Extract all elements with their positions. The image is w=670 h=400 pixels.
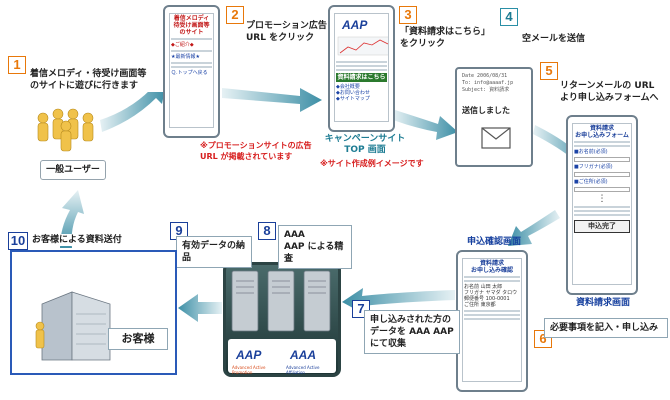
confirm-row-2: フリガナ ヤマダ タロウ [464,290,518,296]
step-5-badge: 5 [540,62,558,80]
phone-confirm-mockup: 資料請求 お申し込み確認 お名前 山田 太郎 フリガナ ヤマダ タロウ 郵便番号… [456,250,528,392]
campaign-top-caption: キャンペーンサイト TOP 画面 [324,134,406,155]
confirm-screen-caption: 申込確認画面 [467,237,522,247]
arrow-customer-to-users [60,190,84,248]
step-1-text: 着信メロディ・待受け画面等 のサイトに遊びに行きます [30,68,170,92]
phone1-line-2: ★最新情報★ [171,54,200,60]
campaign-logo-icon: AAP [341,18,368,32]
confirm-row-1: お名前 山田 太郎 [464,284,503,290]
step-8-badge: 8 [258,222,276,240]
step-9-text: 有効データの納品 [176,236,252,268]
step-10-badge: 10 [8,232,28,250]
confirm-row-4: ご住所 東京都 [464,302,496,308]
request-screen-caption: 資料請求画面 [576,298,631,308]
confirm-row-3: 郵便番号 100-0001 [464,296,510,302]
office-building-icon [35,291,111,361]
campaign-request-button[interactable]: 資料請求はこちら [336,73,387,82]
promo-note: ※プロモーションサイトの広告 URL が掲載されています [200,141,312,161]
arrow-servers-to-customer [178,294,222,322]
server-panel: AAP AAA Advanced Active Promotion Advanc… [223,262,341,377]
form-field-2: ■フリガナ(必須) [574,164,613,170]
step-1-badge: 1 [8,56,26,74]
phone1-line-3: Ｑ.トップへ戻る [171,70,208,76]
step-8-text: AAA AAP による精査 [278,225,352,269]
step-10-text: お客様による資料送付 [32,234,162,246]
step-2-badge: 2 [226,6,244,24]
arrow-form-to-confirm [508,210,560,246]
step-7-text: 申し込みされた方の データを AAA AAP にて収集 [364,310,460,354]
svg-text:AAP: AAP [235,348,262,362]
campaign-link-1[interactable]: ◆会社概要 [336,84,360,90]
step-5-text: リターンメールの URL より申し込みフォームへ [560,80,668,104]
general-user-label: 一般ユーザー [40,160,106,180]
email-meta: Date 2006/08/31 To: info@aaaaf.jp Subjec… [462,73,514,93]
step-3-badge: 3 [399,6,417,24]
email-screen: Date 2006/08/31 To: info@aaaaf.jp Subjec… [455,67,533,167]
form-phone-title: 資料請求 お申し込みフォーム [575,125,629,139]
arrow-confirm-to-servers [342,288,455,314]
form-submit-button[interactable]: 申込完了 [574,220,630,233]
arrow-site-to-campaign [222,88,322,112]
customer-panel [10,250,177,375]
arrow-users-to-site [100,84,166,132]
email-sent-text: 送信しました [462,106,510,115]
svg-text:AAA: AAA [289,348,316,362]
arrow-campaign-to-mail [393,110,458,140]
step-4-badge: 4 [500,8,518,26]
phone1-title: 着信メロディ 待受け画面等 のサイト [173,15,210,36]
site-note: ※サイト作成例イメージです [320,159,424,168]
customer-label: お客様 [108,328,168,350]
step-6-text: 必要事項を記入・申し込み [544,318,668,338]
phone-form-mockup: 資料請求 お申し込みフォーム ■お名前(必須) ■フリガナ(必須) ■ご住所(必… [566,115,638,295]
phone-campaign-mockup: AAP 資料請求はこちら ◆会社概要 ◆お問い合わせ ◆サイトマップ [328,5,395,132]
step-4-text: 空メールを送信 [522,33,622,45]
servers-icon: AAP AAA [228,270,336,373]
envelope-icon [481,127,511,149]
logo-right-subtext: Advanced Active Affiliation [286,365,320,375]
confirm-phone-title: 資料請求 お申し込み確認 [470,260,513,274]
campaign-link-2[interactable]: ◆お問い合わせ [336,90,370,96]
phone1-line-1: ◆ご紹介◆ [171,42,194,48]
svg-text:AAP: AAP [341,18,368,32]
form-field-3: ■ご住所(必須) [574,179,608,185]
users-icon [37,108,94,152]
form-field-1: ■お名前(必須) [574,149,608,155]
logo-left-subtext: Advanced Active Promotion [232,365,266,375]
step-3-text: 「資料請求はこちら」 をクリック [400,26,500,50]
phone-site-mockup: 着信メロディ 待受け画面等 のサイト ◆ご紹介◆ ★最新情報★ Ｑ.トップへ戻る [163,5,220,138]
campaign-link-3[interactable]: ◆サイトマップ [336,96,370,102]
campaign-chart-icon [337,36,388,56]
